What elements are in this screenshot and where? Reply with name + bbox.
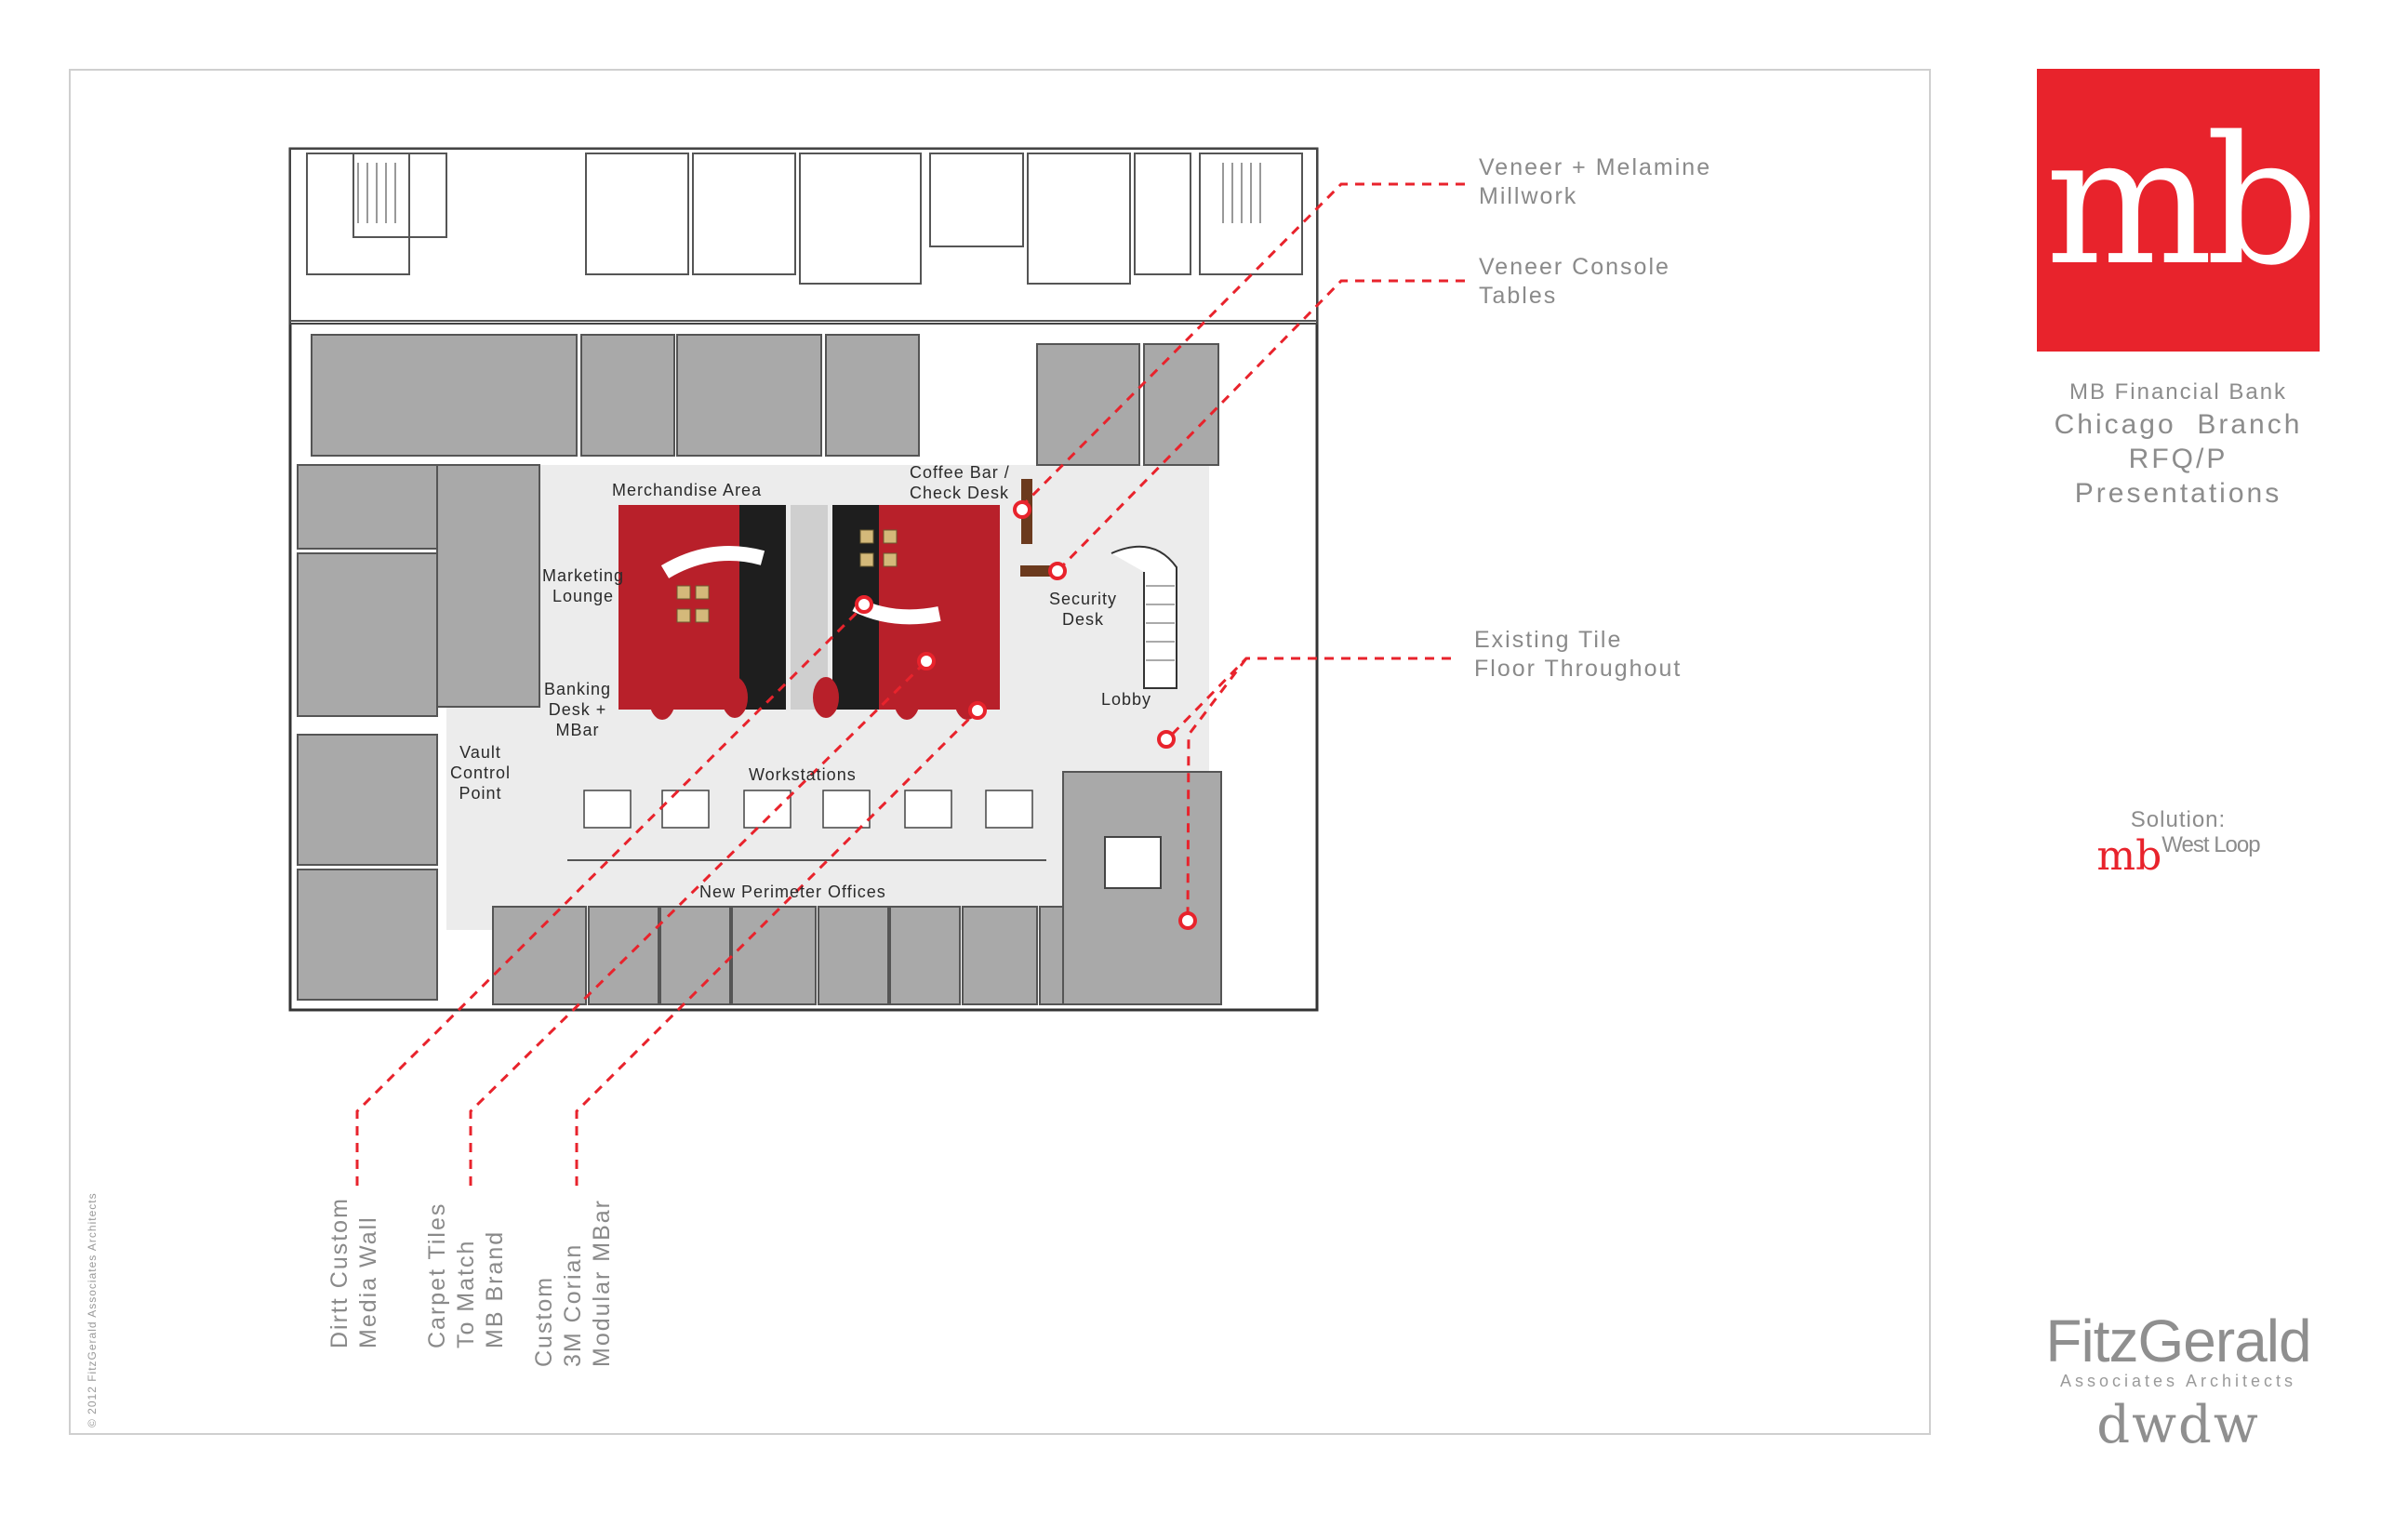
callout-existing-tile-line1: Existing Tile [1474,627,1623,653]
room-vault-line2: Control [450,763,512,782]
banking-pods [649,677,980,720]
solution-label: Solution: [2130,807,2227,832]
callout-veneer-console-line1: Veneer Console [1479,254,1670,280]
stair-lines [357,163,1261,223]
room-merchandise: Merchandise Area [612,481,763,499]
architect-subtitle: Associates Architects [2059,1372,2297,1390]
callout-carpet-tiles-line2: To Match [453,1239,479,1348]
callout-media-wall: Dirtt Custom Media Wall [326,1197,383,1348]
architect-name: FitzGerald [2045,1308,2311,1374]
callout-existing-tile: Existing Tile Floor Throughout [1474,626,1682,684]
callout-veneer-console: Veneer Console Tables [1479,253,1670,311]
callout-carpet-tiles-line1: Carpet Tiles [424,1201,450,1348]
room-security-line2: Desk [1062,610,1105,629]
callout-corian-line1: Custom [531,1275,557,1367]
callout-media-wall-line1: Dirtt Custom [326,1197,352,1348]
stair-treads [1146,585,1175,661]
bench-left [660,546,765,578]
service-core [289,148,1318,325]
workstation-desks [583,790,1033,829]
top-offices [311,334,1219,466]
callout-veneer-console-line2: Tables [1479,283,1558,309]
room-banking-line1: Banking [544,680,612,698]
perimeter-offices [492,906,1064,1005]
room-perimeter: New Perimeter Offices [699,883,886,901]
room-lobby: Lobby [1101,690,1152,709]
lobby-stair [1111,545,1177,689]
carpet-left [619,505,739,710]
solution-name: West Loop [2162,832,2260,857]
media-wall-left [739,505,786,710]
callout-corian: Custom 3M Corian Modular MBar [530,1199,617,1367]
rfq-label: RFQ/P [2128,444,2228,474]
room-banking: Banking Desk + MBar [544,679,611,740]
branch-name: Chicago Branch [2054,409,2303,440]
room-coffee-bar-line1: Coffee Bar / [910,463,1010,482]
room-security-line1: Security [1049,590,1118,608]
service-rooms [290,153,1317,322]
room-marketing-line1: Marketing [542,566,625,585]
presentations-label: Presentations [2074,478,2282,509]
copyright: © 2012 FitzGerald Associates Architects [86,1192,99,1427]
callout-media-wall-line2: Media Wall [355,1215,381,1348]
solution-mb: mb [2096,832,2162,880]
callout-veneer-melamine-line1: Veneer + Melamine [1479,154,1712,180]
partner-logo: dwdw [2096,1395,2260,1455]
callout-corian-line2: 3M Corian [560,1242,586,1367]
drawing-frame [69,69,1931,1435]
room-banking-line2: Desk + [548,700,607,719]
room-marketing: Marketing Lounge [542,565,624,606]
left-offices [297,464,540,1001]
security-console [1020,565,1057,577]
solution-logo: mbWest Loop [2037,832,2320,880]
room-workstations: Workstations [749,765,857,784]
callout-carpet-tiles: Carpet Tiles To Match MB Brand [423,1202,510,1348]
room-security: Security Desk [1049,589,1117,630]
callout-veneer-melamine-line2: Millwork [1479,183,1578,209]
room-coffee-bar-line2: Check Desk [910,484,1010,502]
center-aisle [791,505,828,710]
bank-name: MB Financial Bank [2068,379,2288,405]
room-vault-line3: Point [459,784,502,803]
callout-leaders [355,182,1465,1186]
callout-carpet-tiles-line3: MB Brand [482,1229,508,1348]
callout-existing-tile-line2: Floor Throughout [1474,656,1683,682]
callout-corian-line3: Modular MBar [589,1199,615,1367]
mb-logo-text: mb [2045,99,2319,304]
room-vault: Vault Control Point [450,742,511,803]
callout-markers [855,500,1197,930]
vestibule-kiosk [1104,836,1162,889]
room-marketing-line2: Lounge [552,587,615,605]
display-tables [676,529,898,623]
room-coffee-bar: Coffee Bar / Check Desk [910,462,1010,503]
callout-veneer-melamine: Veneer + Melamine Millwork [1479,153,1711,211]
mb-logo: mb [2037,69,2320,352]
room-banking-line3: MBar [555,721,600,739]
room-vault-line1: Vault [459,743,501,762]
carpet-right [879,505,1000,710]
